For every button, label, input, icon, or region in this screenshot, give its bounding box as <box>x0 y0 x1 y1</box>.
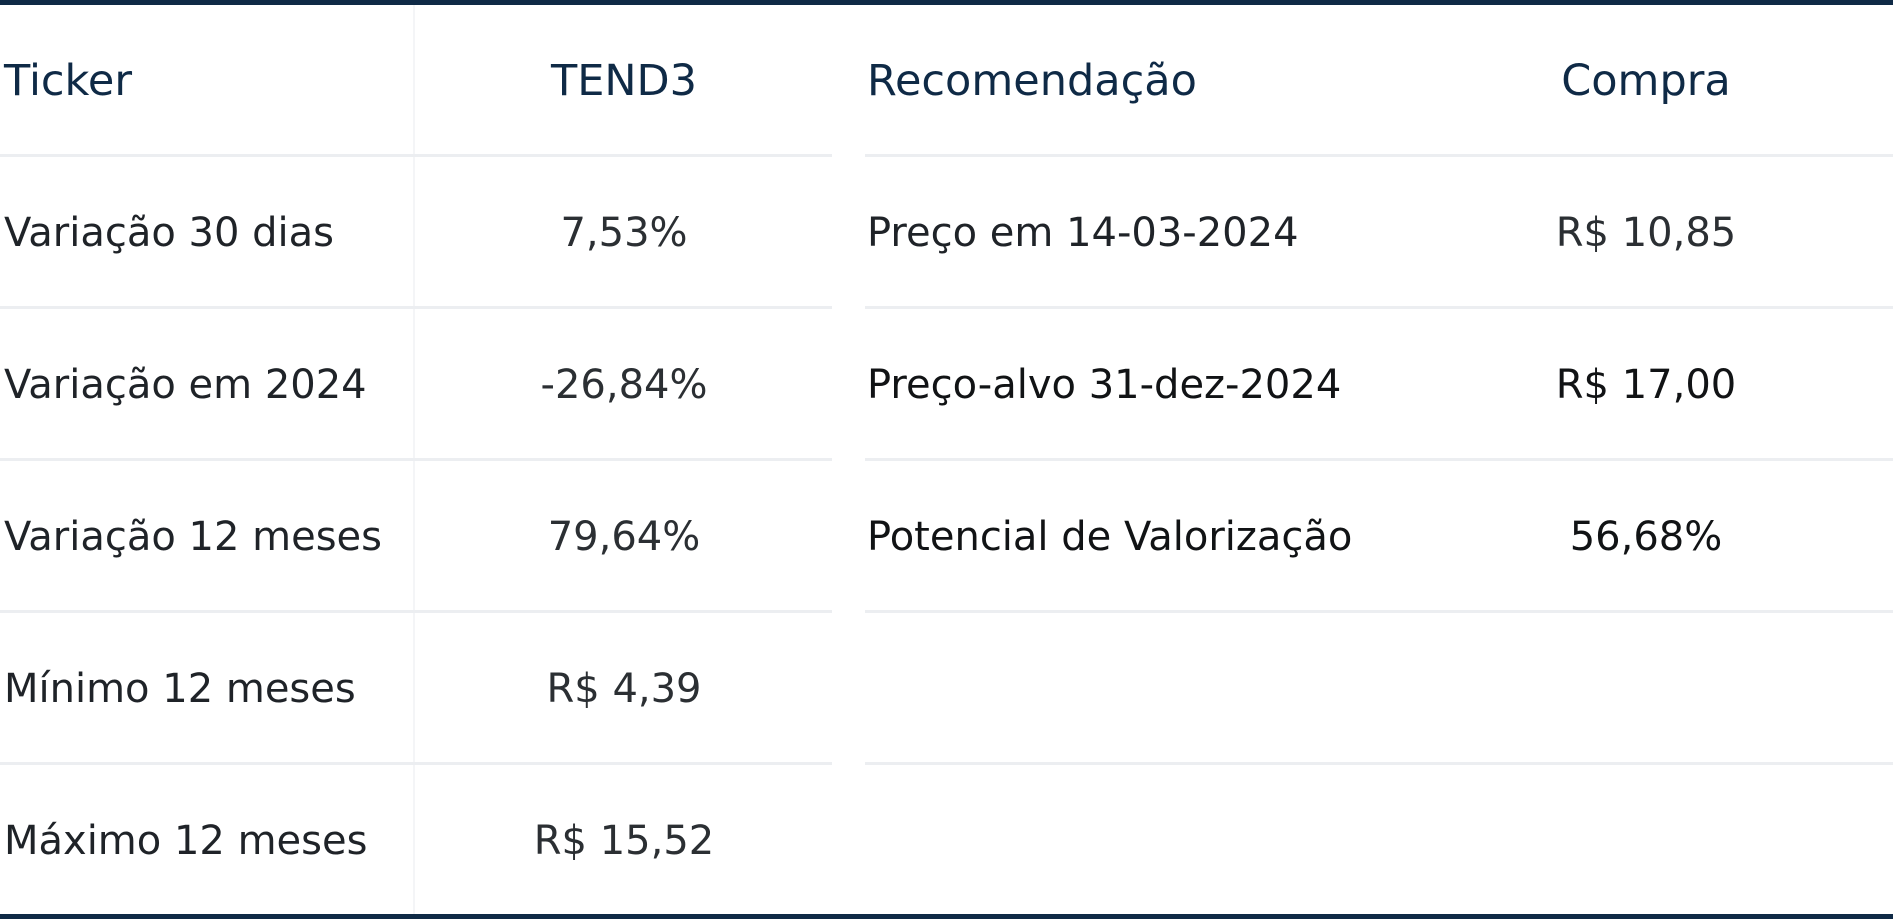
recommendation-label: Recomendação <box>867 55 1197 106</box>
row-value: 56,68% <box>1569 514 1723 560</box>
row-value: R$ 17,00 <box>1555 362 1737 408</box>
row-value <box>1465 613 1827 765</box>
row-label: Potencial de Valorização <box>867 514 1353 560</box>
recommendation-value: Compra <box>1561 55 1731 106</box>
right-header-row: Recomendação Compra <box>865 5 1893 157</box>
top-rule <box>0 0 1893 5</box>
row-value <box>1465 765 1827 917</box>
row-label: Preço em 14-03-2024 <box>867 210 1299 256</box>
row-value: R$ 10,85 <box>1555 210 1737 256</box>
table-row: Preço em 14-03-2024 R$ 10,85 <box>865 157 1893 309</box>
table-row: Variação 30 dias 7,53% <box>0 157 832 309</box>
table-row: Preço-alvo 31-dez-2024 R$ 17,00 <box>865 309 1893 461</box>
row-value: 79,64% <box>547 514 701 560</box>
left-header-row: Ticker TEND3 <box>0 5 832 157</box>
ticker-value: TEND3 <box>550 55 698 106</box>
row-label: Preço-alvo 31-dez-2024 <box>867 362 1342 408</box>
row-label: Mínimo 12 meses <box>4 666 356 712</box>
right-metrics-panel: Recomendação Compra Preço em 14-03-2024 … <box>865 5 1893 917</box>
ticker-label: Ticker <box>4 55 133 106</box>
row-label: Variação 30 dias <box>4 210 334 256</box>
left-metrics-panel: Ticker TEND3 Variação 30 dias 7,53% Vari… <box>0 5 832 917</box>
row-value: R$ 15,52 <box>533 818 715 864</box>
row-label <box>867 613 1487 765</box>
table-row: Potencial de Valorização 56,68% <box>865 461 1893 613</box>
row-value: 7,53% <box>560 210 688 256</box>
bottom-rule <box>0 914 1893 919</box>
row-label <box>867 765 1487 917</box>
row-label: Variação 12 meses <box>4 514 383 560</box>
table-row: Variação em 2024 -26,84% <box>0 309 832 461</box>
row-label: Máximo 12 meses <box>4 818 368 864</box>
table-row <box>865 613 1893 765</box>
row-label: Variação em 2024 <box>4 362 367 408</box>
row-value: -26,84% <box>540 362 708 408</box>
table-row: Mínimo 12 meses R$ 4,39 <box>0 613 832 765</box>
table-row: Variação 12 meses 79,64% <box>0 461 832 613</box>
table-row <box>865 765 1893 917</box>
table-row: Máximo 12 meses R$ 15,52 <box>0 765 832 917</box>
row-value: R$ 4,39 <box>546 666 702 712</box>
